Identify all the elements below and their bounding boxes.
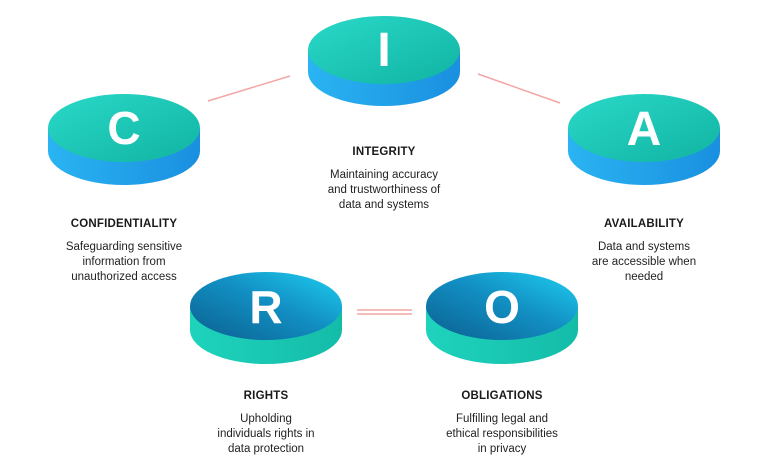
integrity-title: INTEGRITY (352, 146, 416, 158)
obligations-desc-3: in privacy (477, 443, 527, 455)
availability-desc-2: are accessible when (591, 256, 697, 268)
connector-c-i (207, 75, 291, 102)
integrity-disc: I (308, 16, 460, 106)
rights-desc-3: data protection (227, 443, 305, 455)
confidentiality-disc: C (48, 94, 200, 185)
confidentiality-desc-1: Safeguarding sensitive (65, 241, 183, 253)
rights-desc-1: Upholding (240, 413, 292, 425)
rights-label: RIGHTS Upholding individuals rights in d… (186, 390, 346, 457)
confidentiality-title: CONFIDENTIALITY (70, 218, 178, 230)
availability-letter: A (627, 103, 662, 156)
availability-label: AVAILABILITY Data and systems are access… (564, 218, 724, 285)
confidentiality-desc-2: information from (82, 256, 166, 268)
rights-letter: R (249, 281, 282, 333)
confidentiality-label: CONFIDENTIALITY Safeguarding sensitive i… (44, 218, 204, 285)
rights-disc: R (190, 272, 342, 364)
availability-title: AVAILABILITY (604, 218, 684, 230)
rights-title: RIGHTS (243, 390, 289, 402)
obligations-letter: O (484, 281, 520, 333)
availability-disc: A (568, 94, 720, 185)
obligations-desc-2: ethical responsibilities (446, 428, 558, 440)
obligations-desc-1: Fulfilling legal and (455, 413, 549, 425)
rights-desc-2: individuals rights in (217, 428, 315, 440)
obligations-disc: O (426, 272, 578, 364)
obligations-title: OBLIGATIONS (461, 390, 543, 402)
obligations-label: OBLIGATIONS Fulfilling legal and ethical… (417, 390, 587, 457)
integrity-desc-3: data and systems (338, 199, 430, 211)
integrity-label: INTEGRITY Maintaining accuracy and trust… (304, 146, 464, 213)
availability-desc-3: needed (624, 271, 664, 283)
confidentiality-letter: C (107, 102, 140, 154)
integrity-desc-1: Maintaining accuracy (329, 169, 439, 181)
availability-desc-1: Data and systems (597, 241, 691, 253)
integrity-desc-2: and trustworthiness of (327, 184, 441, 196)
connector-i-a (477, 73, 561, 104)
integrity-letter: I (377, 24, 390, 77)
confidentiality-desc-3: unauthorized access (71, 271, 177, 283)
